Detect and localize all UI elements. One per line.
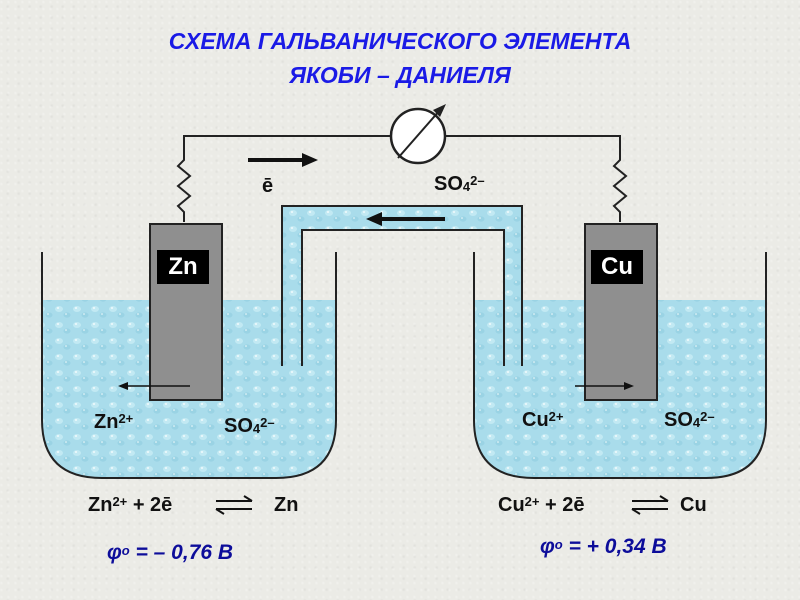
circuit-wire — [176, 135, 390, 222]
left-potential: φo = – 0,76 В — [107, 541, 234, 564]
right-cation-label: Cu2+ — [522, 409, 564, 431]
left-equation: Zn2+ + 2ē — [88, 494, 173, 516]
galvanometer-needle-head — [433, 104, 446, 117]
left-equilibrium-icon — [215, 495, 253, 515]
right-potential: φo = + 0,34 В — [540, 535, 667, 558]
right-equilibrium-icon — [631, 495, 669, 515]
right-anion-label: SO42– — [664, 409, 715, 431]
left-anion-label: SO42– — [224, 415, 275, 437]
left-beaker — [41, 252, 337, 479]
zinc-electrode-label: Zn — [157, 250, 209, 284]
copper-electrode-label: Cu — [591, 250, 643, 284]
left-cation-label: Zn2+ — [94, 411, 134, 433]
electron-label: ē — [262, 175, 274, 197]
left-equation-product: Zn — [274, 494, 299, 516]
bridge-ion-label: SO42– — [434, 173, 485, 195]
salt-bridge-solution — [282, 206, 522, 366]
circuit-wire — [446, 135, 628, 222]
right-beaker — [473, 252, 767, 479]
title-line-2: ЯКОБИ – ДАНИЕЛЯ — [289, 62, 511, 88]
salt-bridge — [281, 205, 523, 366]
title-line-1: СХЕМА ГАЛЬВАНИЧЕСКОГО ЭЛЕМЕНТА — [168, 28, 632, 54]
galvanometer-needle — [397, 109, 441, 159]
right-equation: Cu2+ + 2ē — [498, 494, 585, 516]
right-equation-product: Cu — [680, 494, 707, 516]
